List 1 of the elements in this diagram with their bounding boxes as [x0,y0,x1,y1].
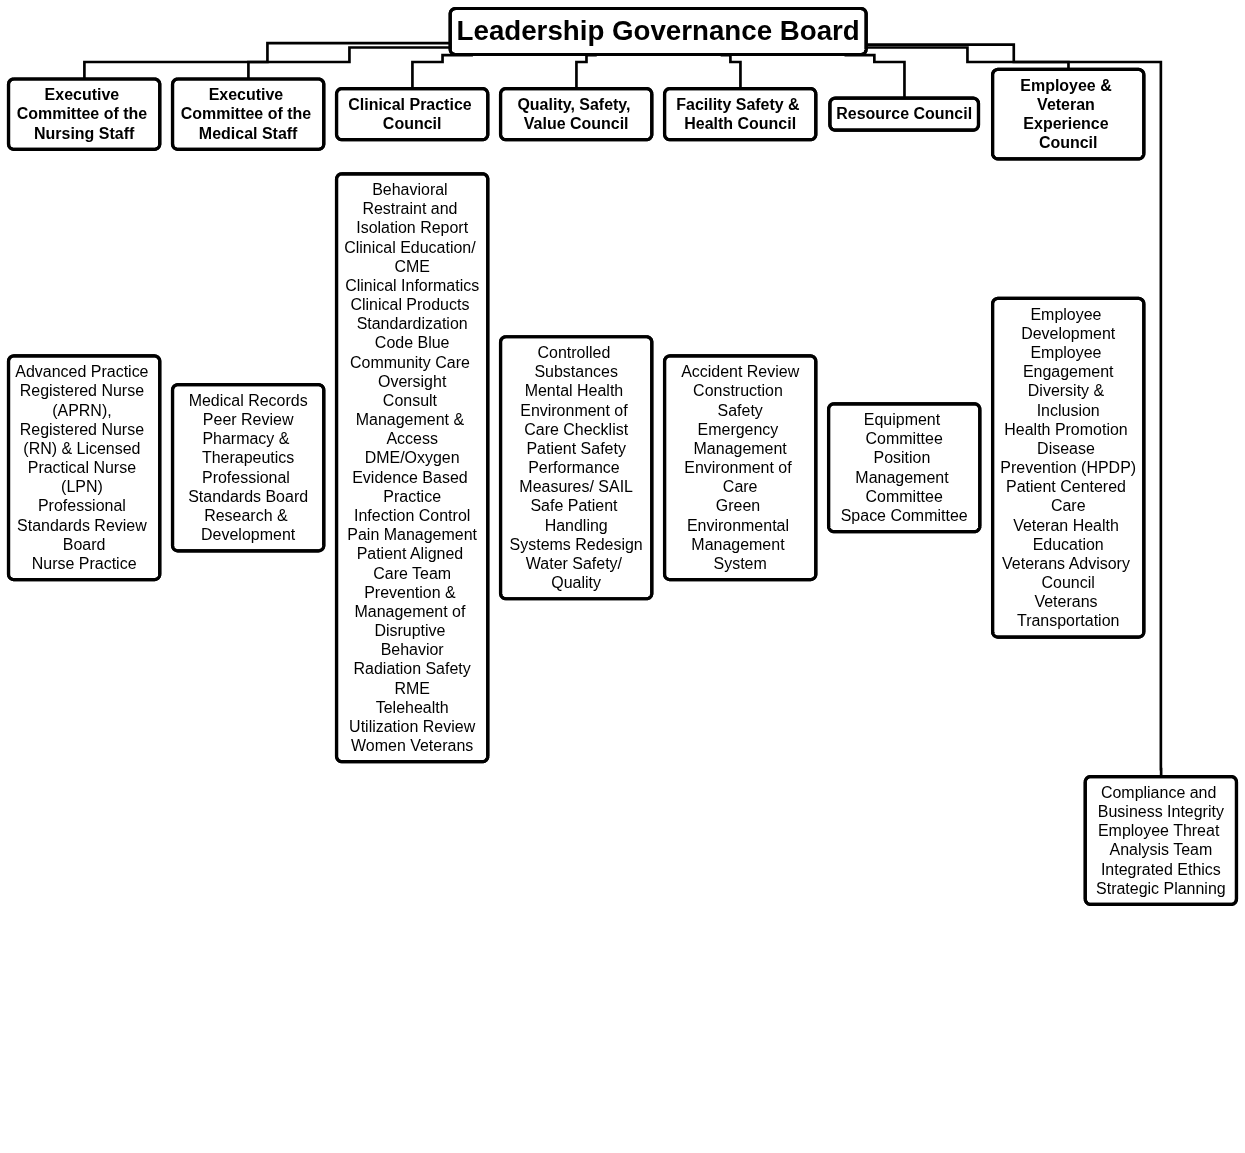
org-chart: Leadership Governance Board Executive Committee of the Nursing Staff Executive Committee of the Medical Staff Clinical Practice Council Quality, Safety, Value Council Facility Safety & Health Council Resource Council Employee & Veteran Experience Council Advanced Practice Registered Nurse (APRN), Registered Nurse (RN) & Licensed Practical Nurse (LPN) Professional Standards Review Board Nurse Practice Medical Records Peer Review Pharmacy & Therapeutics Professional Standards Board Research & Development Behavioral Restraint and Isolation Report Clinical Education/ CME Clinical Informatics Clinical Products Standardization Code Blue Community Care Oversight Consult Management & Access DME/Oxygen Evidence Based Practice Infection Control Pain Management Patient Aligned Care Team Prevention & Management of Disruptive Behavior Radiation Safety RME Telehealth Utilization Review Women Veterans Controlled Substances Mental Health Environment of Care Checklist Patient Safety Performance Measures/ SAIL Safe Patient Handling Systems Redesign Water Safety/ Quality Accident Review Construction Safety Emergency Management Environment of Care Green Environmental Management System Equipment Committee Position Management Committee Space Committee Employee Development Employee Engagement Diversity & Inclusion Health Promotion Disease Prevention (HPDP) Patient Centered Care Veteran Health Education Veterans Advisory Council Veterans Transportation Compliance and Business Integrity Employee Threat Analysis Team Integrated Ethics Strategic Planning [0,0,1245,1153]
